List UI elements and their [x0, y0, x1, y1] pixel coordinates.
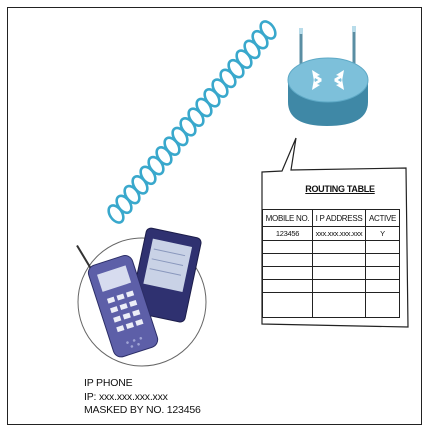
wave-ring: [250, 28, 271, 50]
wave-ring: [154, 145, 175, 167]
phone-ip: IP: xxx.xxx.xxx.xxx: [84, 391, 264, 405]
table-row-empty: [263, 254, 400, 267]
table-row-empty: [263, 267, 400, 280]
wave-ring: [226, 57, 247, 79]
wave-ring: [162, 135, 183, 157]
wave-ring: [138, 164, 159, 186]
table-row-empty: [263, 241, 400, 254]
wave-ring: [258, 19, 279, 41]
router-icon: [288, 26, 368, 126]
header-ip-address: I P ADDRESS: [313, 210, 366, 227]
phone-masked-number: MASKED BY NO. 123456: [84, 404, 264, 418]
wave-ring: [130, 174, 151, 196]
table-row: 123456 xxx.xxx.xxx.xxx Y: [263, 227, 400, 241]
wave-ring: [202, 87, 223, 109]
wave-ring: [178, 116, 199, 138]
wave-ring: [194, 96, 215, 118]
mobile-phone-icon: [77, 227, 206, 366]
cell-ip-address: xxx.xxx.xxx.xxx: [313, 227, 366, 241]
wave-ring: [170, 125, 191, 147]
wave-ring: [146, 154, 167, 176]
cell-active: Y: [366, 227, 400, 241]
wave-ring: [234, 48, 255, 70]
phone-caption: IP PHONE IP: xxx.xxx.xxx.xxx MASKED BY N…: [84, 377, 264, 418]
wireless-wave-icon: [106, 19, 279, 225]
wave-ring: [106, 203, 127, 225]
wave-ring: [242, 38, 263, 60]
wave-ring: [114, 193, 135, 215]
wave-ring: [122, 183, 143, 205]
wave-ring: [186, 106, 207, 128]
routing-table: MOBILE NO. I P ADDRESS ACTIVE 123456 xxx…: [262, 209, 400, 318]
header-active: ACTIVE: [366, 210, 400, 227]
wave-ring: [218, 67, 239, 89]
routing-table-title: ROUTING TABLE: [260, 184, 420, 194]
cell-mobile-no: 123456: [263, 227, 313, 241]
header-mobile-no: MOBILE NO.: [263, 210, 313, 227]
phone-label: IP PHONE: [84, 377, 264, 391]
wave-ring: [210, 77, 231, 99]
table-row-empty: [263, 293, 400, 318]
routing-table-header-row: MOBILE NO. I P ADDRESS ACTIVE: [263, 210, 400, 227]
table-row-empty: [263, 280, 400, 293]
